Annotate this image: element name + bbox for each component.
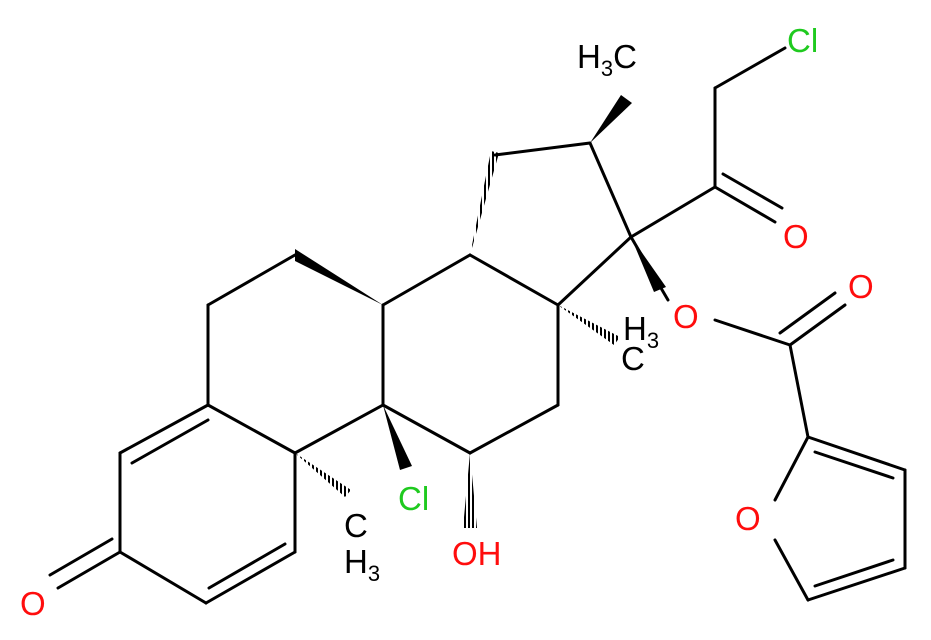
methyl-label: C bbox=[344, 507, 368, 544]
methyl-label: H3 bbox=[623, 310, 659, 353]
bond bbox=[56, 550, 122, 590]
bond bbox=[468, 253, 560, 307]
bond bbox=[629, 185, 717, 239]
bond bbox=[806, 435, 907, 472]
bonds bbox=[48, 46, 907, 605]
oxygen-label: O bbox=[848, 268, 874, 305]
oxygen-label: O bbox=[20, 585, 46, 622]
wedge-bond bbox=[383, 405, 412, 470]
hash-bond bbox=[558, 305, 620, 345]
methyl-label: H3C bbox=[577, 38, 637, 81]
bond bbox=[713, 185, 777, 224]
bond bbox=[773, 538, 810, 602]
bond bbox=[118, 403, 210, 455]
bond bbox=[721, 172, 784, 210]
wedge-bond bbox=[590, 95, 632, 143]
wedge-bond bbox=[295, 249, 383, 305]
bond bbox=[118, 550, 208, 605]
chlorine-label: Cl bbox=[398, 480, 429, 517]
bond bbox=[207, 542, 287, 590]
chlorine-label: Cl bbox=[787, 22, 818, 59]
methyl-label: H3 bbox=[344, 543, 380, 586]
bond bbox=[778, 291, 837, 335]
hash-bond bbox=[295, 453, 351, 497]
bond bbox=[813, 558, 895, 588]
bond bbox=[48, 537, 114, 577]
bond bbox=[788, 303, 847, 347]
oxygen-label: O bbox=[783, 218, 809, 255]
hash-bond bbox=[463, 453, 477, 528]
hash-bond bbox=[470, 151, 499, 255]
bond bbox=[813, 450, 895, 480]
stereo-bonds bbox=[295, 95, 666, 528]
bond bbox=[588, 141, 633, 239]
bond bbox=[206, 403, 297, 455]
oxygen-label: O bbox=[673, 298, 699, 335]
bond bbox=[130, 418, 210, 465]
wedge-bond bbox=[631, 237, 666, 292]
bond bbox=[206, 253, 297, 307]
methyl-label: C bbox=[621, 340, 645, 377]
bond bbox=[381, 253, 472, 307]
hydroxyl-label: OH bbox=[452, 535, 502, 572]
bond bbox=[381, 403, 472, 455]
oxygen-label: O bbox=[735, 500, 761, 537]
bond bbox=[493, 141, 592, 157]
bond bbox=[788, 343, 810, 439]
atom-labels: Cl Cl O O O O O OH H3C H3 C C H3 bbox=[20, 22, 874, 622]
bond bbox=[713, 318, 792, 347]
bond bbox=[806, 566, 907, 602]
bond bbox=[713, 46, 787, 90]
bond bbox=[556, 235, 633, 307]
bond bbox=[204, 550, 297, 605]
bond bbox=[773, 435, 810, 502]
bond bbox=[293, 403, 385, 455]
bond bbox=[468, 403, 560, 455]
